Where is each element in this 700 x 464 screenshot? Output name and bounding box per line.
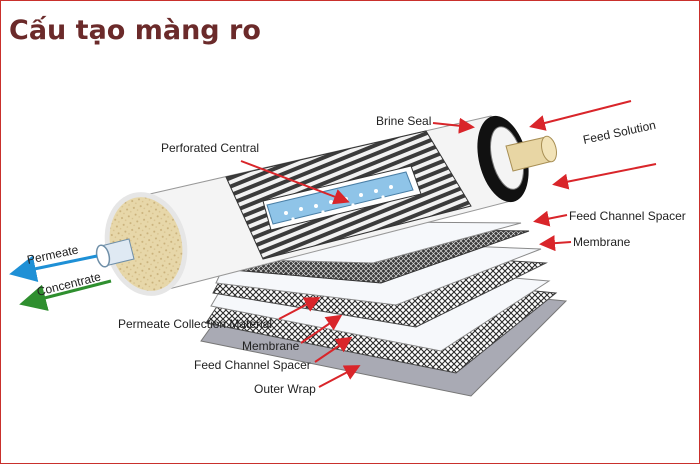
label-concentrate: Concentrate <box>35 269 102 298</box>
label-permeate-collection-material: Permeate Collection Material <box>118 317 272 331</box>
label-feed-solution: Feed Solution <box>582 118 657 147</box>
feed-solution-arrow-2 <box>552 163 657 190</box>
feed-solution-arrow-1 <box>529 100 632 131</box>
label-feed-channel-spacer-top: Feed Channel Spacer <box>569 209 686 223</box>
label-outer-wrap: Outer Wrap <box>254 382 316 396</box>
label-perforated-central: Perforated Central <box>161 141 259 155</box>
permeate-arrow <box>9 254 98 282</box>
outer-wrap-arrow <box>318 365 361 388</box>
membrane-top-arrow <box>539 235 572 252</box>
label-membrane-bottom: Membrane <box>242 339 300 353</box>
membrane-bottom-arrow <box>300 314 343 344</box>
product-tube-cap <box>541 135 557 163</box>
diagram-title: Cấu tạo màng ro <box>9 15 261 46</box>
concentrate-arrow <box>19 279 112 311</box>
label-permeate: Permeate <box>26 242 80 267</box>
perforated-central-arrow <box>240 160 350 205</box>
label-brine-seal: Brine Seal <box>376 114 431 128</box>
feed-spacer-bottom-arrow <box>314 336 353 363</box>
label-feed-channel-spacer-bottom: Feed Channel Spacer <box>194 358 311 372</box>
brine-seal-arrow <box>432 117 475 134</box>
label-membrane-top: Membrane <box>573 235 631 249</box>
permeate-collection-arrow <box>278 297 321 320</box>
feed-spacer-top-arrow <box>533 210 568 227</box>
